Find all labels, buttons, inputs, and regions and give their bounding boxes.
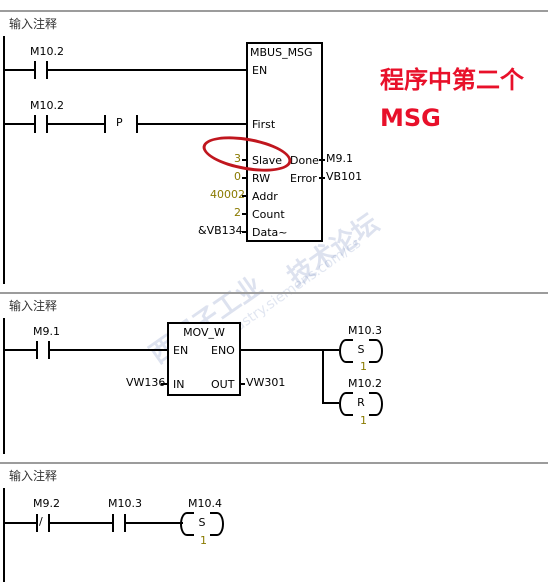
network-3: 输入注释 M9.2 / M10.3 M10.4 S 1	[0, 462, 550, 582]
annotation-line1: 程序中第二个	[380, 66, 524, 94]
wire	[319, 159, 325, 161]
pin-error: Error	[290, 172, 317, 185]
network-comment[interactable]: 输入注释	[9, 299, 58, 313]
network-comment[interactable]: 输入注释	[9, 469, 58, 483]
network-1-header[interactable]: 输入注释	[0, 10, 548, 34]
network-3-header[interactable]: 输入注释	[0, 462, 548, 486]
power-rail	[3, 318, 5, 454]
nc-slash: /	[39, 515, 43, 528]
contact-address: M10.2	[30, 45, 64, 58]
set-coil[interactable]: S	[339, 339, 383, 363]
coil-type: S	[198, 516, 206, 529]
data-value[interactable]: &VB134	[198, 224, 243, 237]
wire	[242, 213, 248, 215]
count-value[interactable]: 2	[234, 206, 241, 219]
annotation-line2: MSG	[380, 104, 441, 132]
coil-count: 1	[360, 360, 367, 373]
wire	[242, 195, 248, 197]
power-rail	[3, 488, 5, 582]
power-rail	[3, 36, 5, 284]
error-value[interactable]: VB101	[326, 170, 363, 183]
pin-addr: Addr	[252, 190, 278, 203]
contact-no[interactable]	[112, 514, 126, 532]
rw-value[interactable]: 0	[234, 170, 241, 183]
coil-count: 1	[200, 534, 207, 547]
pin-rw: RW	[252, 172, 271, 185]
coil-address: M10.3	[348, 324, 382, 337]
p-label: P	[116, 116, 123, 129]
contact-address: M9.1	[33, 325, 60, 338]
wire	[5, 69, 246, 71]
network-comment[interactable]: 输入注释	[9, 17, 58, 31]
coil-address: M10.2	[348, 377, 382, 390]
slave-value[interactable]: 3	[234, 152, 241, 165]
contact-address: M10.2	[30, 99, 64, 112]
pin-en: EN	[252, 64, 268, 77]
network-2-header[interactable]: 输入注释	[0, 292, 548, 316]
wire	[239, 383, 245, 385]
in-value[interactable]: VW136	[126, 376, 166, 389]
contact-no[interactable]	[36, 341, 50, 359]
pin-out: OUT	[211, 378, 235, 391]
pin-data: Data~	[252, 226, 288, 239]
coil-count: 1	[360, 414, 367, 427]
pin-eno: ENO	[211, 344, 235, 357]
contact-address: M10.3	[108, 497, 142, 510]
pin-en: EN	[173, 344, 189, 357]
wire	[242, 177, 248, 179]
wire	[242, 159, 248, 161]
wire	[319, 177, 325, 179]
reset-coil[interactable]: R	[339, 392, 383, 416]
network-2: 输入注释 M9.1 MOV_W EN ENO IN OUT VW136 VW30…	[0, 292, 550, 462]
pin-done: Done	[290, 154, 319, 167]
contact-positive-edge[interactable]: P	[104, 115, 138, 133]
wire	[161, 383, 167, 385]
network-1: 输入注释 M10.2 M10.2 P MBUS_MSG EN First Sla…	[0, 10, 548, 284]
block-title: MBUS_MSG	[250, 46, 313, 59]
contact-address: M9.2	[33, 497, 60, 510]
done-value[interactable]: M9.1	[326, 152, 353, 165]
contact-no[interactable]	[34, 61, 48, 79]
addr-value[interactable]: 40002	[210, 188, 245, 201]
out-value[interactable]: VW301	[246, 376, 286, 389]
wire	[5, 349, 167, 351]
pin-count: Count	[252, 208, 285, 221]
wire	[5, 522, 183, 524]
wire	[322, 349, 324, 403]
set-coil[interactable]: S	[180, 512, 224, 536]
pin-first: First	[252, 118, 276, 131]
mbus-msg-block[interactable]: MBUS_MSG EN First Slave RW Addr Count Da…	[246, 42, 323, 242]
mov-w-block[interactable]: MOV_W EN ENO IN OUT	[167, 322, 241, 396]
contact-no[interactable]	[34, 115, 48, 133]
coil-type: R	[357, 396, 365, 409]
wire	[242, 231, 248, 233]
coil-type: S	[357, 343, 365, 356]
pin-slave: Slave	[252, 154, 283, 167]
block-title: MOV_W	[183, 326, 225, 339]
wire	[239, 349, 339, 351]
contact-nc[interactable]: /	[36, 514, 50, 532]
pin-in: IN	[173, 378, 185, 391]
wire	[322, 402, 339, 404]
coil-address: M10.4	[188, 497, 222, 510]
